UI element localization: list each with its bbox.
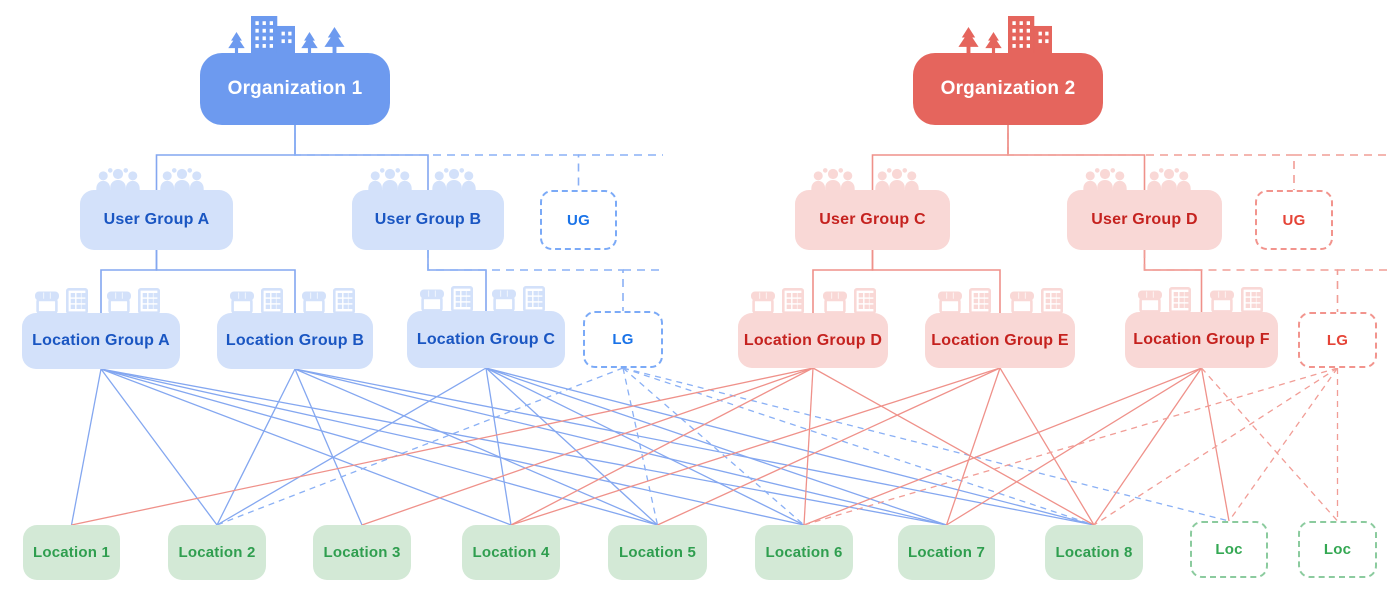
user-group-d-box: User Group D [1067, 190, 1222, 250]
people-icons-left [1081, 168, 1129, 192]
tree-icon [228, 32, 245, 54]
storefront-icons-right [491, 286, 545, 312]
location-2-box: Location 2 [168, 525, 266, 580]
storefront-icons-left [229, 288, 283, 314]
people-group-icon [366, 168, 414, 192]
storefront-icon [491, 288, 517, 312]
people-group-icon [430, 168, 478, 192]
storefront-icon [34, 290, 60, 314]
storefront-icons-left [1137, 287, 1191, 313]
location-7-box: Location 7 [898, 525, 995, 580]
people-group-icon [158, 168, 206, 192]
small-building-icon [138, 288, 160, 314]
storefront-icons-right [106, 288, 160, 314]
location-template-box-2: Loc [1298, 521, 1377, 578]
location-group-f-box: Location Group F [1125, 312, 1278, 368]
storefront-icons-left [937, 288, 991, 314]
building-icon [1008, 16, 1052, 54]
location-3-box: Location 3 [313, 525, 411, 580]
organization-1-icons [228, 16, 345, 54]
storefront-icons-right [301, 288, 355, 314]
people-group-icon [94, 168, 142, 192]
storefront-icon [229, 290, 255, 314]
location-group-template-blue-box: LG [583, 311, 663, 368]
user-group-c-box: User Group C [795, 190, 950, 250]
user-group-template-blue-box: UG [540, 190, 617, 250]
location-5-box: Location 5 [608, 525, 707, 580]
storefront-icon [1137, 289, 1163, 313]
location-group-b-box: Location Group B [217, 313, 373, 369]
storefront-icon [301, 290, 327, 314]
storefront-icons-right [1009, 288, 1063, 314]
storefront-icon [750, 290, 776, 314]
building-icon [251, 16, 295, 54]
organization-1-box: Organization 1 [200, 53, 390, 125]
people-group-icon [1145, 168, 1193, 192]
small-building-icon [261, 288, 283, 314]
location-6-box: Location 6 [755, 525, 853, 580]
small-building-icon [1241, 287, 1263, 313]
location-1-box: Location 1 [23, 525, 120, 580]
people-icons-right [873, 168, 921, 192]
user-group-b-box: User Group B [352, 190, 504, 250]
tree-icon [301, 32, 318, 54]
user-group-a-box: User Group A [80, 190, 233, 250]
people-icons-right [158, 168, 206, 192]
people-icons-right [430, 168, 478, 192]
storefront-icon [822, 290, 848, 314]
people-icons-left [94, 168, 142, 192]
location-template-box-1: Loc [1190, 521, 1268, 578]
location-group-d-box: Location Group D [738, 313, 888, 368]
location-4-box: Location 4 [462, 525, 560, 580]
storefront-icon [1209, 289, 1235, 313]
user-group-template-red-box: UG [1255, 190, 1333, 250]
small-building-icon [523, 286, 545, 312]
storefront-icons-right [1209, 287, 1263, 313]
small-building-icon [451, 286, 473, 312]
organization-2-icons [958, 16, 1052, 54]
storefront-icon [106, 290, 132, 314]
people-icons-left [366, 168, 414, 192]
people-group-icon [873, 168, 921, 192]
storefront-icon [937, 290, 963, 314]
storefront-icons-left [34, 288, 88, 314]
small-building-icon [854, 288, 876, 314]
storefront-icons-left [750, 288, 804, 314]
storefront-icon [419, 288, 445, 312]
location-8-box: Location 8 [1045, 525, 1143, 580]
small-building-icon [1041, 288, 1063, 314]
small-building-icon [969, 288, 991, 314]
organization-2-box: Organization 2 [913, 53, 1103, 125]
small-building-icon [66, 288, 88, 314]
people-group-icon [1081, 168, 1129, 192]
tree-icon [324, 27, 345, 54]
small-building-icon [1169, 287, 1191, 313]
tree-icon [958, 27, 979, 54]
location-group-template-red-box: LG [1298, 312, 1377, 368]
storefront-icons-left [419, 286, 473, 312]
people-icons-right [1145, 168, 1193, 192]
location-group-a-box: Location Group A [22, 313, 180, 369]
location-group-e-box: Location Group E [925, 313, 1075, 368]
people-icons-left [809, 168, 857, 192]
small-building-icon [782, 288, 804, 314]
storefront-icons-right [822, 288, 876, 314]
people-group-icon [809, 168, 857, 192]
location-group-c-box: Location Group C [407, 311, 565, 368]
small-building-icon [333, 288, 355, 314]
tree-icon [985, 32, 1002, 54]
storefront-icon [1009, 290, 1035, 314]
